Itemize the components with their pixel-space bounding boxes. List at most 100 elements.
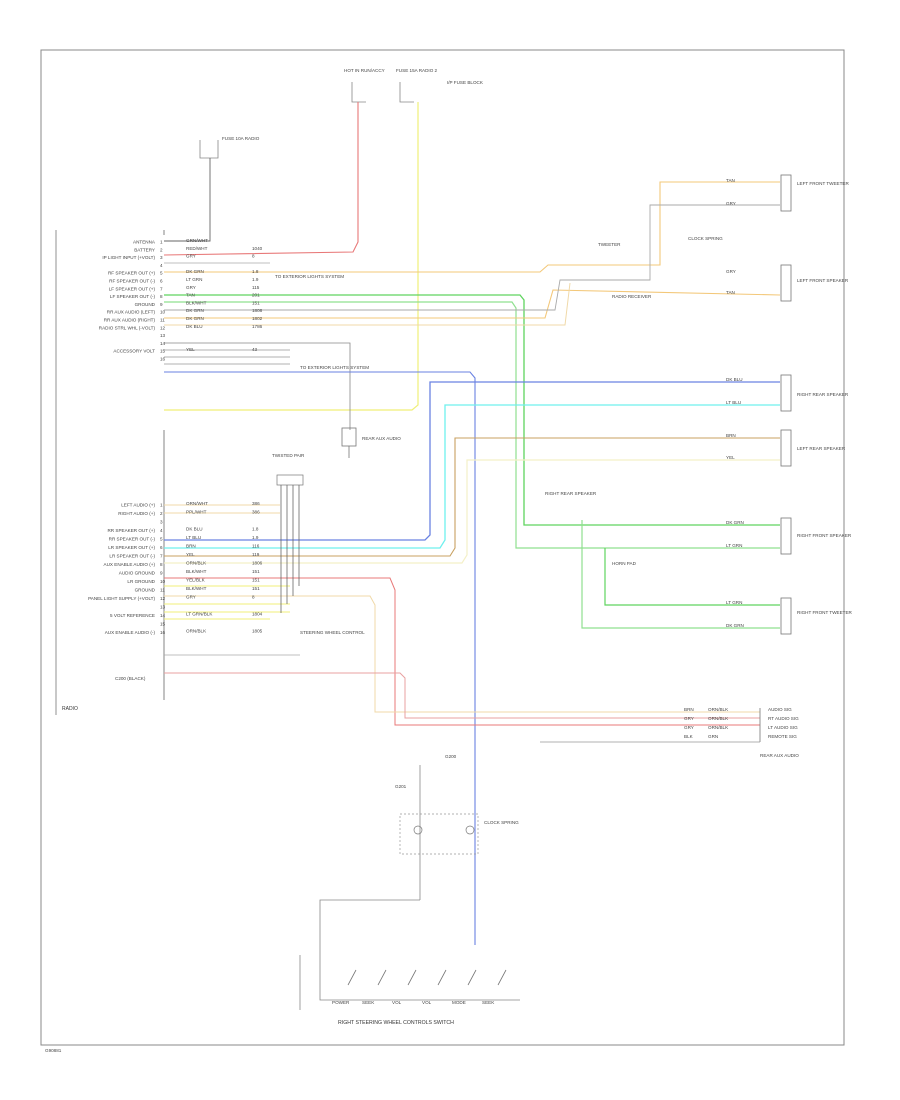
- speaker-lf-tweeter: LEFT FRONT TWEETER: [780, 174, 849, 212]
- clock-spring-assembly: CLOCK SPRING G201 G200: [395, 754, 519, 900]
- horn-pad-note: HORN PAD: [612, 561, 637, 566]
- steering-control-wire: [164, 371, 476, 945]
- rear-audio-note: RADIO RECEIVER: [612, 294, 652, 299]
- radio-pin-number: 9: [160, 571, 163, 576]
- fuse-rad-label: HOT IN RUN/ACCY: [344, 68, 385, 73]
- radio-pin-wire: ORN/WHT: [186, 501, 208, 506]
- radio-pin-label: AUX ENABLE AUDIO (-): [105, 630, 156, 635]
- radio-pin-number: 8: [160, 562, 163, 567]
- radio-pin-wire: BRN: [186, 544, 196, 549]
- rf-tweeter-wire-1: [581, 520, 780, 629]
- ground-g200: REAR AUX AUDIO: [341, 427, 401, 458]
- radio-pin-circuit: 1.9: [252, 277, 259, 282]
- rf-speaker-wire-1-label: DK GRN: [726, 520, 744, 525]
- speaker-rr: RIGHT REAR SPEAKER: [780, 374, 849, 412]
- aux-input-wires: [164, 504, 280, 514]
- radio-pin-wire: DK GRN: [186, 308, 204, 313]
- radio-pin-circuit: 1.8: [252, 269, 259, 274]
- rear-pin-1-wire: BRN: [684, 707, 694, 712]
- radio-pin-circuit: 8: [252, 595, 255, 600]
- radio-pin-wire: GRY: [186, 285, 196, 290]
- battery-wire: [163, 102, 359, 256]
- radio-pin-number: 15: [160, 622, 166, 627]
- radio-pin-label: RR SPEAKER OUT (+): [107, 528, 155, 533]
- radio-pin-wire: LT BLU: [186, 535, 201, 540]
- ground-group-wires: [164, 585, 290, 620]
- radio-pin-label: IP LIGHT INPUT (+VOLT): [102, 255, 155, 260]
- fuse-label: FUSE 10A RADIO: [222, 136, 260, 141]
- radio-pin-label: RR AUX AUDIO (LEFT): [107, 310, 156, 315]
- lr-speaker-wire-1-label: BRN: [726, 433, 736, 438]
- radio-pin-wire: ORN/BLK: [186, 561, 207, 566]
- radio-pin-wire: GRN/WHT: [186, 238, 208, 243]
- rf-tweeter-wire-2: [604, 548, 780, 606]
- rear-pin-4-wire2: GRN: [708, 734, 718, 739]
- radio-pin-label: LEFT AUDIO (+): [121, 503, 155, 508]
- radio-pin-row: 15: [160, 622, 166, 627]
- radio-pin-label: RF SPEAKER OUT (+): [108, 271, 155, 276]
- radio-pin-circuit: 43: [252, 347, 258, 352]
- radio-pin-label: RR AUX AUDIO (RIGHT): [104, 318, 156, 323]
- radio-pin-wire: DK GRN: [186, 269, 204, 274]
- lf-tweeter-wire-2-label: GRY: [726, 201, 736, 206]
- radio-pin-circuit: 119: [252, 552, 260, 557]
- radio-pin-circuit: 201: [252, 293, 260, 298]
- fuse-block-label: I/P FUSE BLOCK: [447, 80, 484, 85]
- radio-pin-label: PANEL LIGHT SUPPLY (+VOLT): [88, 596, 155, 601]
- radio-pin-number: 6: [160, 545, 163, 550]
- radio-pin-label: LR GROUND: [127, 579, 155, 584]
- radio-pin-row: 16: [160, 357, 166, 362]
- rr-speaker-neg-wire: [164, 404, 780, 549]
- radio-pin-circuit: 1040: [252, 246, 263, 251]
- rear-pin-3-wire2: ORN/BLK: [708, 725, 729, 730]
- radio-pin-row: 13: [160, 333, 166, 338]
- switch-label-5: MODE: [452, 1000, 466, 1005]
- radio-pin-number: 11: [160, 588, 165, 593]
- aux-connector-label: TWISTED PAIR: [272, 453, 305, 458]
- svg-text:LEFT FRONT TWEETER: LEFT FRONT TWEETER: [797, 181, 849, 186]
- rear-pin-2-label: RT AUDIO SIG: [768, 716, 799, 721]
- switch-label-4: VOL: [422, 1000, 432, 1005]
- radio-pin-circuit: 1808: [252, 308, 263, 313]
- radio-pin-number: 2: [160, 511, 163, 516]
- radio-pin-wire: YEL: [186, 347, 195, 352]
- rear-pin-2-wire: GRY: [684, 716, 694, 721]
- aux-enable-pos-wire: [164, 577, 760, 726]
- radio-pin-number: 13: [160, 605, 166, 610]
- radio-name: RADIO: [62, 706, 78, 712]
- radio-pin-number: 4: [160, 528, 163, 533]
- rear-pin-3-wire: GRY: [684, 725, 694, 730]
- radio-pin-wire: BLK/WHT: [186, 586, 207, 591]
- radio-pin-number: 1: [160, 503, 163, 508]
- rear-pin-4-label: REMOTE SIG: [768, 734, 797, 739]
- lighting-note: TO EXTERIOR LIGHTS SYSTEM: [300, 365, 369, 370]
- radio-pin-circuit: 151: [252, 578, 260, 583]
- radio-pin-wire: TAN: [186, 293, 195, 298]
- rear-pin-3-label: LT AUDIO SIG: [768, 725, 798, 730]
- radio-pin-wire: DK GRN: [186, 316, 204, 321]
- radio-pin-circuit: 1786: [252, 324, 263, 329]
- accessory-wire: [164, 102, 419, 411]
- antenna-wire: [164, 226, 211, 242]
- radio-pin-circuit: 1806: [252, 561, 263, 566]
- speaker-rf: RIGHT FRONT SPEAKER: [780, 517, 852, 555]
- radio-pin-row: 14: [160, 341, 166, 346]
- radio-pin-label: ACCESSORY VOLT: [113, 349, 155, 354]
- lf-tweeter-wire: [164, 181, 780, 273]
- rear-module-label: REAR AUX AUDIO: [760, 753, 799, 758]
- radio-pin-wire: GRY: [186, 254, 196, 259]
- rear-aux-module: [540, 708, 761, 743]
- radio-pin-circuit: 1805: [252, 629, 263, 634]
